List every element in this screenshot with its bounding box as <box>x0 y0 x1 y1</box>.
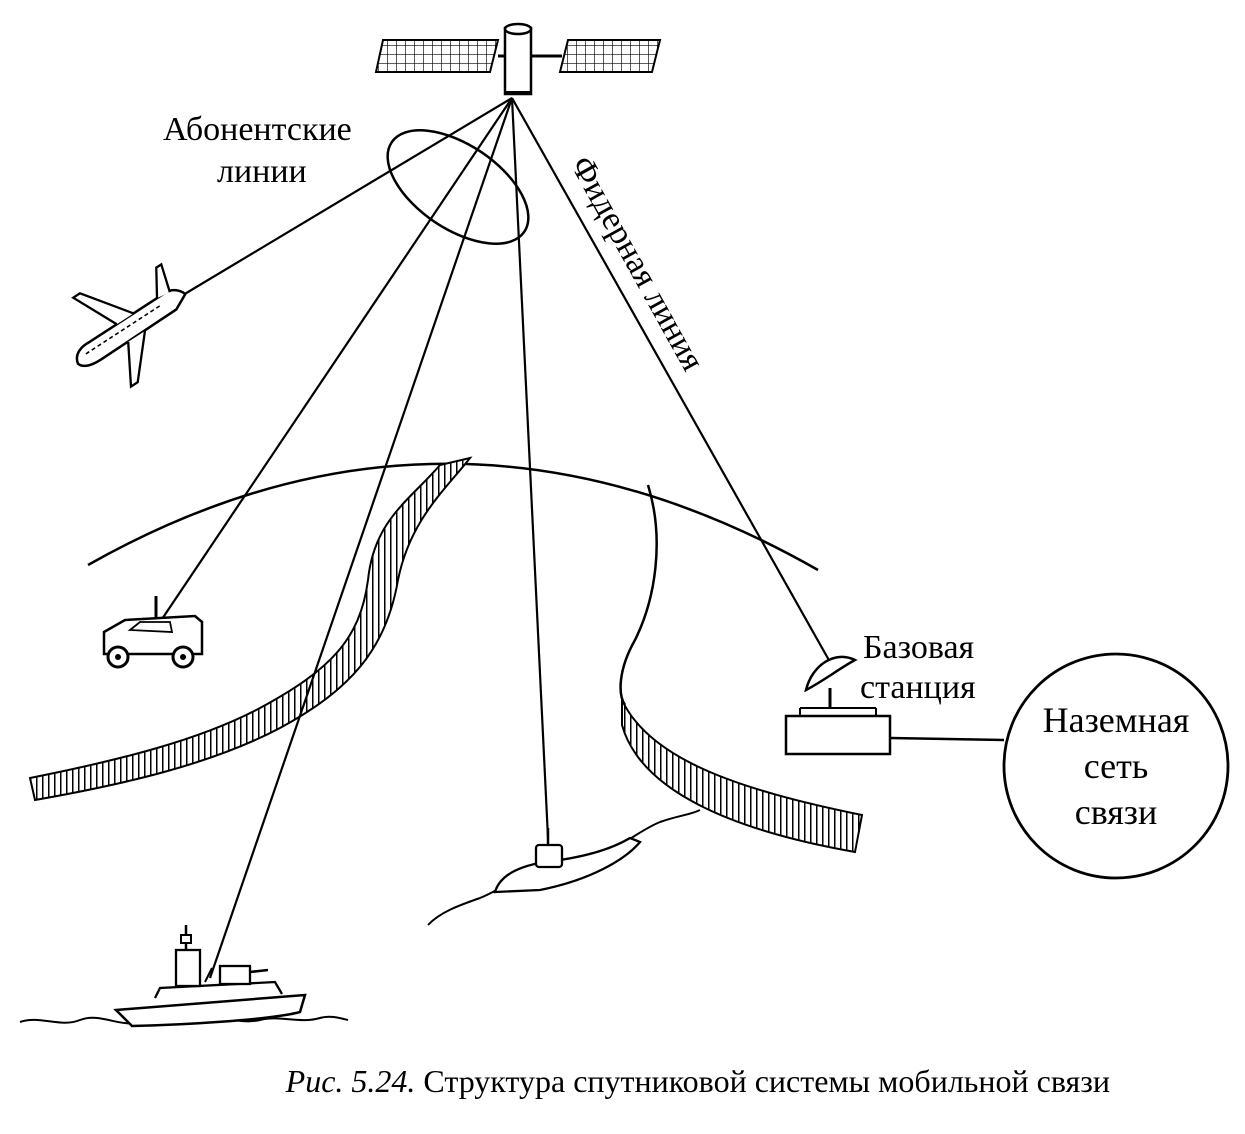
ground-network-label-3: связи <box>1075 792 1158 832</box>
feeder-line-label: Фидерная линия <box>563 150 711 377</box>
link-submarine <box>510 97 550 839</box>
submarine-icon <box>493 828 642 894</box>
coastline-right-edge <box>619 484 658 706</box>
base-station-icon <box>784 655 892 756</box>
link-aircraft <box>177 97 513 299</box>
car-icon <box>102 596 204 669</box>
link-ship <box>208 97 514 979</box>
link-car <box>159 97 513 623</box>
ground-network-label-1: Наземная <box>1043 700 1190 740</box>
subscriber-lines-ellipse <box>386 129 530 245</box>
subscriber-lines-label-1: Абонентские <box>163 111 352 148</box>
coastline-right <box>621 699 864 854</box>
base-station-label-1: Базовая <box>863 629 975 666</box>
coastline-left <box>28 456 473 802</box>
ground-network-circle <box>1002 652 1230 880</box>
link-feeder <box>511 97 831 663</box>
caption-text: Структура спутниковой системы мобильной … <box>415 1063 1110 1099</box>
figure-caption: Рис. 5.24. Структура спутниковой системы… <box>285 1063 1110 1099</box>
communication-links <box>159 97 831 979</box>
network-connection <box>889 736 1005 742</box>
aircraft-icon <box>71 262 187 389</box>
base-station-label-2: станция <box>860 669 976 706</box>
satellite-icon <box>374 22 662 96</box>
caption-number: Рис. 5.24. <box>285 1063 416 1099</box>
subscriber-lines-label-2: линии <box>217 153 307 190</box>
ground-network-label-2: сеть <box>1084 746 1149 786</box>
ship-icon <box>113 925 307 1028</box>
